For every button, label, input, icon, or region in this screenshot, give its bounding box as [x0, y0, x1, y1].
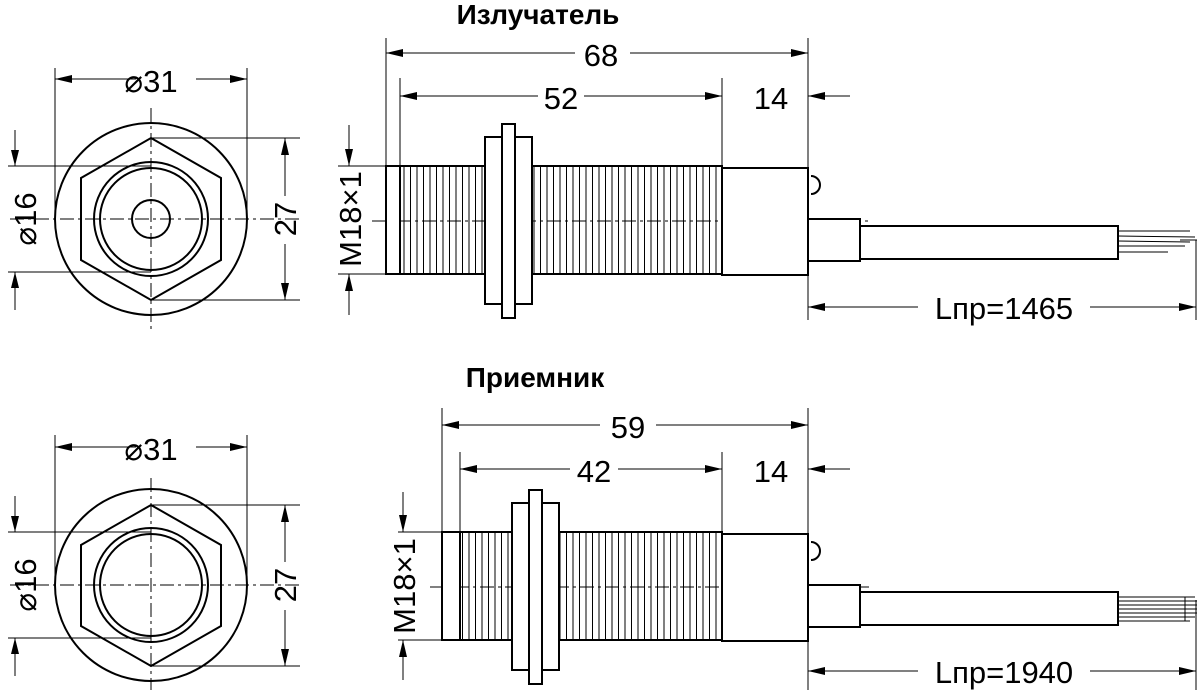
emitter-nut-right [514, 136, 533, 305]
receiver-title: Приемник [466, 362, 605, 393]
emitter-drawing: Излучатель ⌀31 [8, 0, 1197, 330]
receiver-nut-across-flats: 27 [268, 568, 303, 602]
emitter-housing [721, 167, 809, 276]
emitter-lens-diameter: ⌀16 [8, 192, 43, 245]
receiver-washer [528, 489, 543, 685]
emitter-washer [501, 123, 516, 319]
emitter-thread [400, 166, 722, 274]
receiver-indicator [810, 541, 821, 561]
receiver-lens [99, 533, 203, 637]
receiver-lens-diameter: ⌀16 [8, 558, 43, 611]
receiver-cable-boot [807, 584, 861, 628]
emitter-nut-left [484, 136, 503, 305]
receiver-front-view: ⌀31 ⌀16 27 [8, 432, 303, 690]
emitter-wires [1117, 230, 1197, 253]
receiver-overall-length: 59 [611, 410, 645, 445]
emitter-cable-length: Lпр=1465 [935, 291, 1073, 326]
emitter-housing-length: 14 [754, 81, 788, 116]
emitter-thread-length: 52 [544, 81, 578, 116]
receiver-wires [1118, 596, 1197, 622]
receiver-thread-length: 42 [577, 454, 611, 489]
emitter-cable [859, 225, 1119, 260]
receiver-housing-length: 14 [754, 454, 788, 489]
emitter-lens [131, 199, 171, 239]
receiver-nut-right [541, 502, 560, 671]
receiver-drawing: Приемник ⌀31 ⌀16 [8, 362, 1197, 690]
receiver-thread [460, 532, 722, 640]
emitter-outer-diameter: ⌀31 [124, 64, 177, 99]
emitter-overall-length: 68 [584, 38, 618, 73]
receiver-cable-length: Lпр=1940 [935, 655, 1073, 690]
receiver-cable [859, 591, 1119, 626]
receiver-outer-diameter: ⌀31 [124, 432, 177, 467]
receiver-thread-spec: M18×1 [387, 538, 422, 634]
receiver-side-view: 59 42 14 M18×1 Lпр=1940 [387, 408, 1197, 690]
emitter-side-view: 68 52 14 M18×1 Lпр=1465 [333, 38, 1197, 326]
emitter-thread-spec: M18×1 [333, 171, 368, 267]
receiver-nut-left [511, 502, 530, 671]
emitter-indicator [810, 175, 821, 195]
emitter-title: Излучатель [457, 0, 620, 30]
emitter-nut-across-flats: 27 [268, 202, 303, 236]
emitter-front-view: ⌀31 ⌀16 27 [8, 64, 303, 330]
receiver-housing [721, 533, 809, 642]
emitter-cable-boot [807, 218, 861, 262]
